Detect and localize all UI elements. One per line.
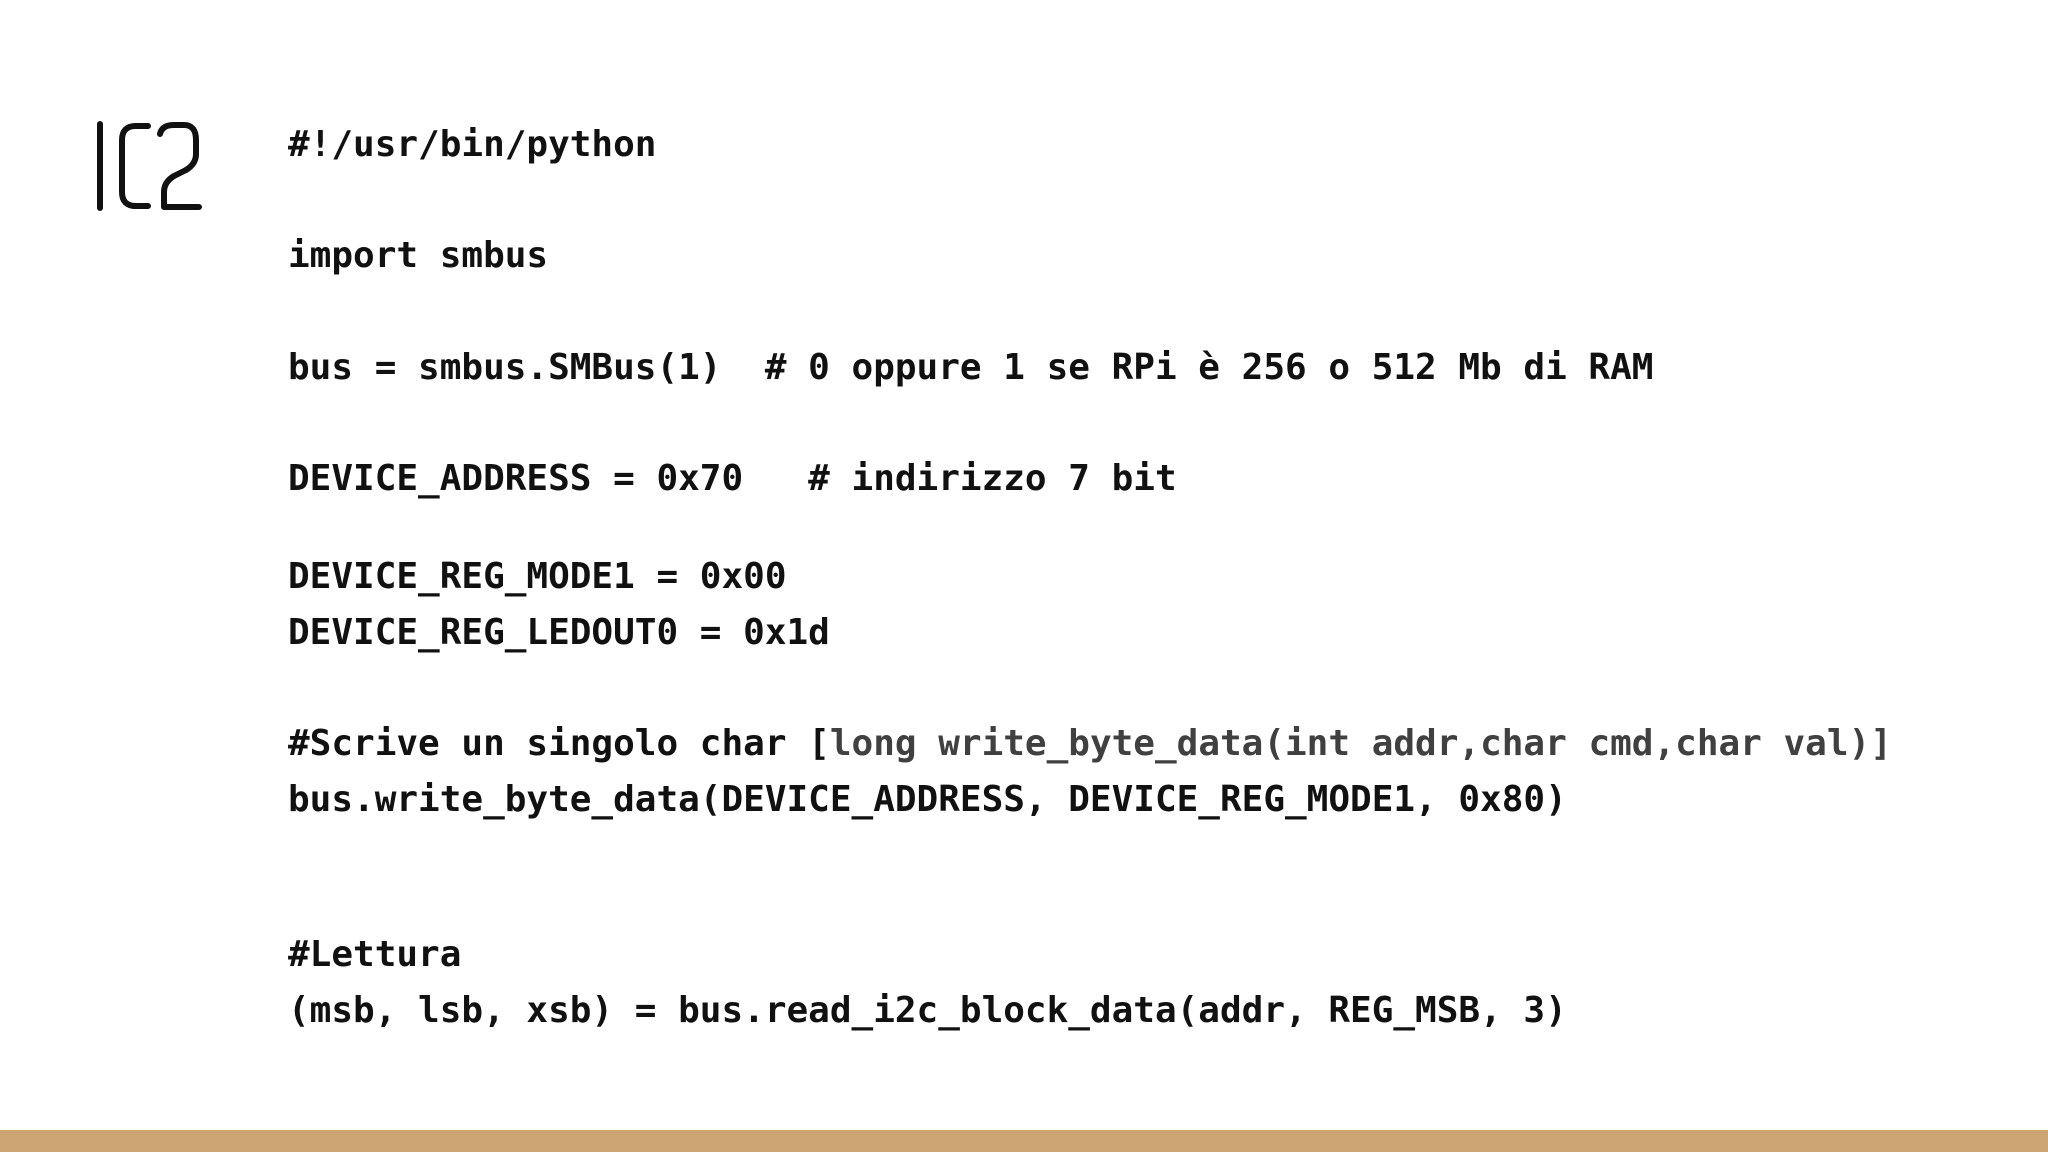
code-line-reg-mode1: DEVICE_REG_MODE1 = 0x00 (288, 556, 787, 597)
slide-title: IC2 (97, 121, 202, 211)
code-line-read-comment: #Lettura (288, 934, 462, 975)
code-line-write-comment: #Scrive un singolo char [long write_byte… (288, 726, 1892, 762)
code-line-reg-ledout0: DEVICE_REG_LEDOUT0 = 0x1d (288, 612, 830, 653)
code-line-device-address: DEVICE_ADDRESS = 0x70 # indirizzo 7 bit (288, 458, 1177, 499)
write-comment-signature: long write_byte_data(int addr,char cmd,c… (829, 723, 1892, 764)
code-line-import: import smbus (288, 235, 549, 276)
write-comment-prefix: #Scrive un singolo char [ (288, 723, 830, 764)
code-line-bus-init: bus = smbus.SMBus(1) # 0 oppure 1 se RPi… (288, 347, 1654, 388)
code-line-shebang: #!/usr/bin/python (288, 124, 657, 165)
code-line-write-call: bus.write_byte_data(DEVICE_ADDRESS, DEVI… (288, 779, 1567, 820)
code-line-read-call: (msb, lsb, xsb) = bus.read_i2c_block_dat… (288, 990, 1567, 1031)
accent-bar (0, 1130, 2048, 1152)
